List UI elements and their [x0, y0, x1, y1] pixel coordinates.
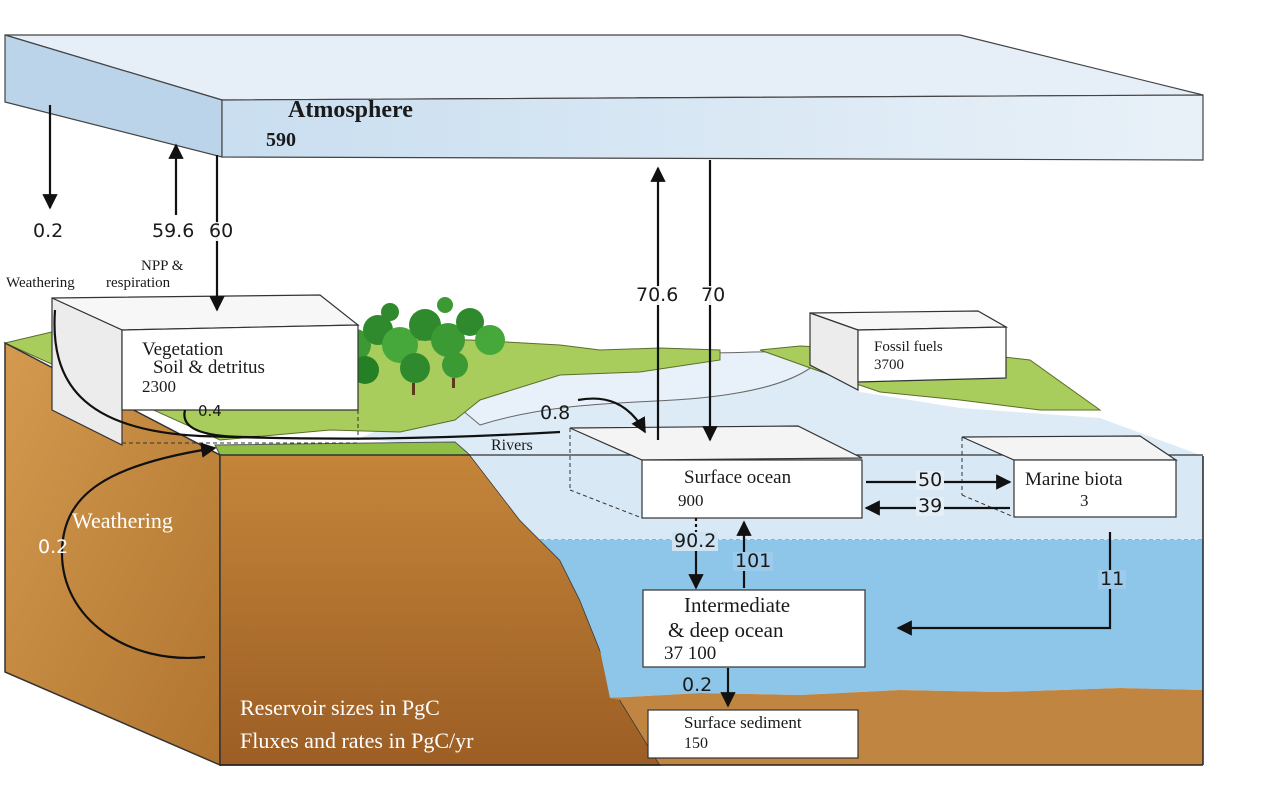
- rivers-arrow: [577, 397, 646, 434]
- land-river-arrow: [183, 409, 261, 439]
- biota-to-surface-value: 39: [916, 495, 945, 517]
- weathering-down-value: 0.2: [31, 220, 66, 242]
- atmosphere-slab: [4, 34, 1204, 161]
- ocean-up-value: 70.6: [634, 284, 681, 306]
- rivers-label: Rivers: [491, 437, 533, 454]
- vegetation-label: Vegetation: [142, 339, 224, 360]
- river-flow-line: [53, 309, 561, 440]
- fossil-fuels-box: [809, 310, 1009, 391]
- npp-label: NPP &: [141, 258, 184, 274]
- weathering-cycle-value: 0.2: [38, 536, 69, 558]
- legend-fluxes-rates: Fluxes and rates in PgC/yr: [240, 728, 474, 753]
- ocean-down-value: 70: [699, 284, 728, 306]
- deep-ocean-layer: [540, 540, 1203, 698]
- respiration-value: 60: [207, 220, 236, 242]
- marine-biota-box: [961, 435, 1178, 518]
- intermediate-label: Intermediate: [684, 593, 791, 617]
- soil-detritus-label: Soil & detritus: [153, 357, 265, 378]
- surface-ocean-box: [569, 425, 863, 519]
- weathering-small-label: Weathering: [6, 275, 75, 291]
- weathering-cycle-arrow: [60, 442, 217, 659]
- respiration-label: respiration: [106, 275, 171, 291]
- land-river-value: 0.4: [198, 402, 222, 420]
- deep-ocean-value: 37 100: [664, 643, 717, 664]
- fossil-fuels-value: 3700: [874, 357, 904, 373]
- rivers-value: 0.8: [540, 402, 571, 424]
- surface-sediment-label: Surface sediment: [684, 713, 802, 732]
- deep-ocean-label: & deep ocean: [668, 618, 784, 642]
- legend-reservoir-sizes: Reservoir sizes in PgC: [240, 695, 440, 720]
- atmosphere-label: Atmosphere: [288, 97, 413, 123]
- surface-to-biota-value: 50: [916, 469, 945, 491]
- atmosphere-front-face: [221, 94, 1204, 161]
- marine-biota-value: 3: [1080, 491, 1089, 510]
- vegetation-value: 2300: [142, 377, 176, 396]
- sediment-box: [647, 709, 859, 759]
- biota-sinking-value: 11: [1098, 568, 1127, 590]
- surface-ocean-value: 900: [678, 491, 704, 510]
- fossil-fuels-label: Fossil fuels: [874, 339, 943, 355]
- atmosphere-value: 590: [266, 129, 296, 151]
- deep-ocean-box: [642, 589, 866, 668]
- weathering-big-label: Weathering: [72, 508, 173, 533]
- biota-sinking-arrow: [896, 532, 1112, 636]
- vegetation-box: [51, 294, 360, 446]
- downwelling-value: 90.2: [672, 530, 719, 552]
- npp-value: 59.6: [150, 220, 197, 242]
- surface-sediment-value: 150: [684, 735, 708, 752]
- surface-ocean-label: Surface ocean: [684, 467, 792, 488]
- upwelling-value: 101: [733, 550, 774, 572]
- sedimentation-value: 0.2: [682, 674, 713, 696]
- marine-biota-label: Marine biota: [1025, 469, 1123, 490]
- land-ledge: [214, 441, 472, 456]
